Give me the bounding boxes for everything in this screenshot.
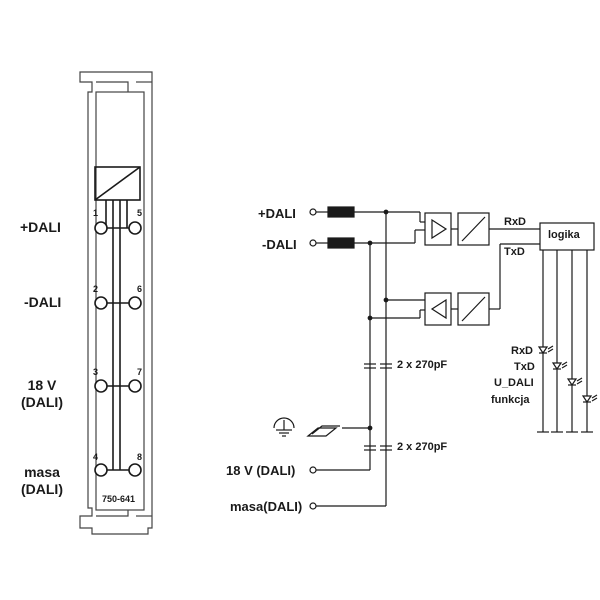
terminal-7 (128, 379, 142, 393)
logic-box (539, 222, 595, 251)
led-symbols (537, 345, 598, 404)
module-converter-symbol (94, 166, 141, 201)
pin-number: 6 (137, 284, 143, 294)
terminal-5 (128, 221, 142, 235)
shield-connection (306, 425, 373, 437)
rxd-label: RxD (504, 216, 527, 228)
led-label-txd: TxD (514, 361, 535, 373)
schematic-inputs (309, 206, 420, 249)
receive-amplifier (424, 212, 490, 246)
schematic-label-18v: 18 V (DALI) (226, 463, 296, 478)
schematic-label-masa: masa(DALI) (230, 499, 303, 514)
part-number: 750-641 (102, 494, 136, 504)
pin-number: 2 (93, 284, 99, 294)
logic-signal-lines (489, 228, 540, 310)
terminal-2 (94, 296, 108, 310)
terminal-1 (94, 221, 108, 235)
schematic-bus (367, 209, 425, 506)
power-outputs (309, 466, 386, 510)
terminal-3 (94, 379, 108, 393)
schematic-label-minus-dali: -DALI (262, 237, 297, 252)
capacitor-2 (364, 445, 392, 451)
capacitor-1 (364, 363, 392, 369)
led-label-funkcja: funkcja (491, 394, 530, 406)
left-label-masa: masa (DALI) (21, 464, 63, 497)
pin-number: 3 (93, 367, 99, 377)
txd-label: TxD (504, 246, 525, 258)
terminal-8 (128, 463, 142, 477)
capacitor-label-2: 2 x 270pF (397, 441, 448, 453)
module-internal-wires (105, 200, 130, 471)
left-label-18v: 18 V (DALI) (21, 377, 63, 410)
led-label-rxd: RxD (511, 345, 534, 357)
module-terminals (94, 221, 142, 477)
pin-number: 4 (93, 452, 99, 462)
earth-ground-icon (273, 417, 295, 437)
schematic-label-plus-dali: +DALI (258, 206, 296, 221)
transmit-amplifier (424, 292, 490, 326)
pin-number: 5 (137, 208, 143, 218)
terminal-4 (94, 463, 108, 477)
left-label-plus-dali: +DALI (20, 219, 61, 235)
logic-label: logika (548, 229, 580, 241)
pin-number: 8 (137, 452, 143, 462)
led-label-u-dali: U_DALI (494, 377, 534, 389)
capacitor-label-1: 2 x 270pF (397, 359, 448, 371)
pin-number: 1 (93, 208, 99, 218)
left-label-minus-dali: -DALI (24, 294, 62, 310)
led-branches (537, 250, 593, 433)
pin-number: 7 (137, 367, 143, 377)
terminal-6 (128, 296, 142, 310)
